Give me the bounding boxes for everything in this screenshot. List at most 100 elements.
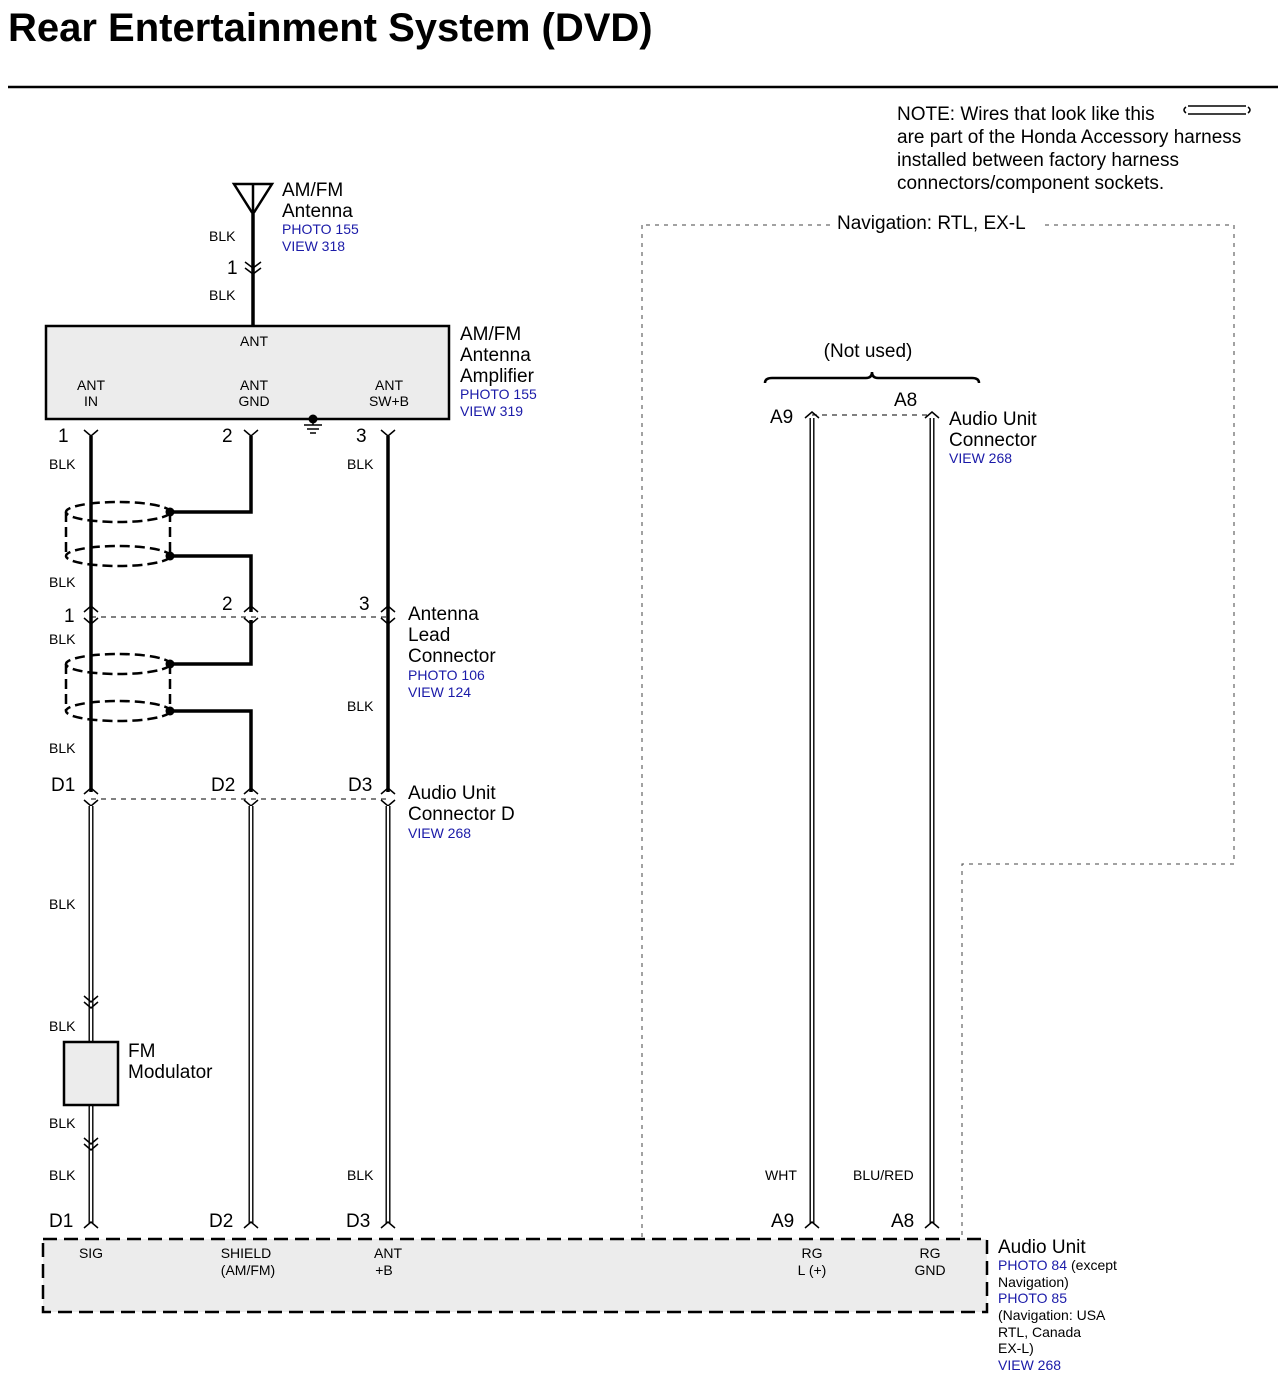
navigation-dashed-box [641, 224, 1235, 1291]
amp-terminal-3-line2: SW+B [369, 393, 409, 409]
lead-pin-2: 2 [222, 594, 233, 615]
amp-terminal-2-line1: ANT [240, 377, 268, 393]
audio-pin-a9: A9 [771, 1211, 794, 1232]
amp-top-terminal: ANT [240, 333, 268, 349]
shield-cylinder-upper [64, 500, 175, 568]
lead-wire-color-3: BLK [347, 698, 374, 714]
note-line-3: installed between factory harness [897, 150, 1179, 171]
audio-pin-d1: D1 [49, 1211, 73, 1232]
d1-wire-color: BLK [49, 896, 76, 912]
audio-pin-a8: A8 [891, 1211, 914, 1232]
conn-d-pin-2: D2 [211, 775, 235, 796]
modulator-wire-color-out: BLK [49, 1115, 76, 1131]
audio-pin-a8-chevron-icon [924, 1221, 940, 1229]
amp-terminal-1-line1: ANT [77, 377, 105, 393]
ground-icon [304, 414, 322, 434]
modulator-name-1: FM [128, 1041, 155, 1062]
amp-pin-2: 2 [222, 426, 233, 447]
lead-pin-3-chevron-icon [380, 605, 396, 625]
conn-d-pin-1: D1 [51, 775, 75, 796]
d3-lower-wire-color: BLK [347, 1167, 374, 1183]
amp-view-ref: VIEW 319 [460, 403, 523, 419]
amp-pin-1: 1 [58, 426, 69, 447]
amp-name-1: AM/FM [460, 324, 521, 345]
audio-unit-name: Audio Unit [998, 1237, 1086, 1258]
amp-name-3: Amplifier [460, 366, 535, 387]
antenna-view-ref: VIEW 318 [282, 238, 345, 254]
conn-a-pin-a9-chevron-icon [804, 411, 820, 419]
amplifier-box [44, 324, 451, 421]
audio-term-ant-1: ANT [374, 1245, 402, 1261]
lead-pin-3: 3 [359, 594, 370, 615]
not-used-label: (Not used) [824, 341, 913, 362]
conn-a-view-ref: VIEW 268 [949, 450, 1012, 466]
antenna-photo-ref: PHOTO 155 [282, 221, 359, 237]
conn-a-pin-a8: A8 [894, 390, 917, 411]
antenna-connector-chevron-icon [244, 261, 262, 275]
audio-term-rggnd-2: GND [914, 1262, 945, 1278]
audio-pin-d2-chevron-icon [243, 1221, 259, 1229]
amp-pin-3-chevron-icon [380, 429, 396, 437]
antenna-wire-color-bottom: BLK [209, 287, 236, 303]
audio-unit-view-ref: VIEW 268 [998, 1357, 1061, 1373]
a9-wire-color: WHT [765, 1167, 797, 1183]
am-fm-antenna [231, 182, 275, 217]
modulator-in-chevron-icon [83, 995, 99, 1009]
navigation-box-label: Navigation: RTL, EX-L [837, 213, 1026, 234]
modulator-out-chevron-icon [83, 1137, 99, 1151]
note-line-1: NOTE: Wires that look like this [897, 104, 1155, 125]
lead-view-ref: VIEW 124 [408, 684, 471, 700]
page-title: Rear Entertainment System (DVD) [8, 6, 653, 50]
audio-unit-photo1-line: PHOTO 84(except [998, 1257, 1117, 1273]
lead-pin-2-chevron-icon [243, 605, 259, 625]
amp-name-2: Antenna [460, 345, 531, 366]
amp-terminal-2-line2: GND [238, 393, 269, 409]
d1-lower-wire-color: BLK [49, 1167, 76, 1183]
amp-pin-2-chevron-icon [243, 429, 259, 437]
audio-term-rgl-1: RG [802, 1245, 823, 1261]
lead-name-2: Lead [408, 625, 450, 646]
audio-term-sig: SIG [79, 1245, 103, 1261]
lead-name-3: Connector [408, 646, 496, 667]
conn-a-pin-a8-chevron-icon [924, 411, 940, 419]
antenna-name-2: Antenna [282, 201, 353, 222]
conn-d-name-2: Connector D [408, 804, 515, 825]
antenna-name-1: AM/FM [282, 180, 343, 201]
audio-unit-photo1-note2: Navigation) [998, 1274, 1069, 1290]
audio-unit-photo2: PHOTO 85 [998, 1290, 1067, 1306]
audio-unit-photo1-note: (except [1071, 1257, 1117, 1273]
audio-pin-d3-chevron-icon [380, 1221, 396, 1229]
audio-term-rgl-2: L (+) [798, 1262, 827, 1278]
audio-unit-photo2-note-3: EX-L) [998, 1340, 1034, 1356]
audio-term-shield-2: (AM/FM) [221, 1262, 275, 1278]
fm-modulator-box [62, 1040, 120, 1107]
audio-pin-d2: D2 [209, 1211, 233, 1232]
audio-unit-photo2-note-2: RTL, Canada [998, 1324, 1081, 1340]
antenna-wire-color-top: BLK [209, 228, 236, 244]
accessory-harness-wires [88, 418, 935, 1224]
lead-name-1: Antenna [408, 604, 479, 625]
audio-unit-photo2-note-1: (Navigation: USA [998, 1307, 1106, 1323]
shield-cylinder-lower [64, 652, 175, 723]
note-block: NOTE: Wires that look like this are part… [897, 104, 1251, 194]
audio-unit-photo1: PHOTO 84 [998, 1257, 1067, 1273]
lead-pin-1-chevron-icon [83, 605, 99, 625]
amp-photo-ref: PHOTO 155 [460, 386, 537, 402]
upper-wires [89, 436, 390, 792]
conn-a-name-1: Audio Unit [949, 409, 1037, 430]
lead-pin-1: 1 [64, 606, 75, 627]
amp-wire-color-3: BLK [347, 456, 374, 472]
audio-unit-box [41, 1237, 989, 1314]
conn-a-pin-a9: A9 [770, 407, 793, 428]
conn-d-name-1: Audio Unit [408, 783, 496, 804]
audio-term-ant-2: +B [375, 1262, 393, 1278]
conn-d-pin-3: D3 [348, 775, 372, 796]
amp-terminal-1-line2: IN [84, 393, 98, 409]
modulator-name-2: Modulator [128, 1062, 213, 1083]
accessory-harness-wire-icon [1183, 105, 1251, 115]
audio-pin-a9-chevron-icon [804, 1221, 820, 1229]
amp-pin-3: 3 [356, 426, 367, 447]
antenna-pin-1: 1 [227, 258, 238, 279]
amp-pin-1-chevron-icon [83, 429, 99, 437]
